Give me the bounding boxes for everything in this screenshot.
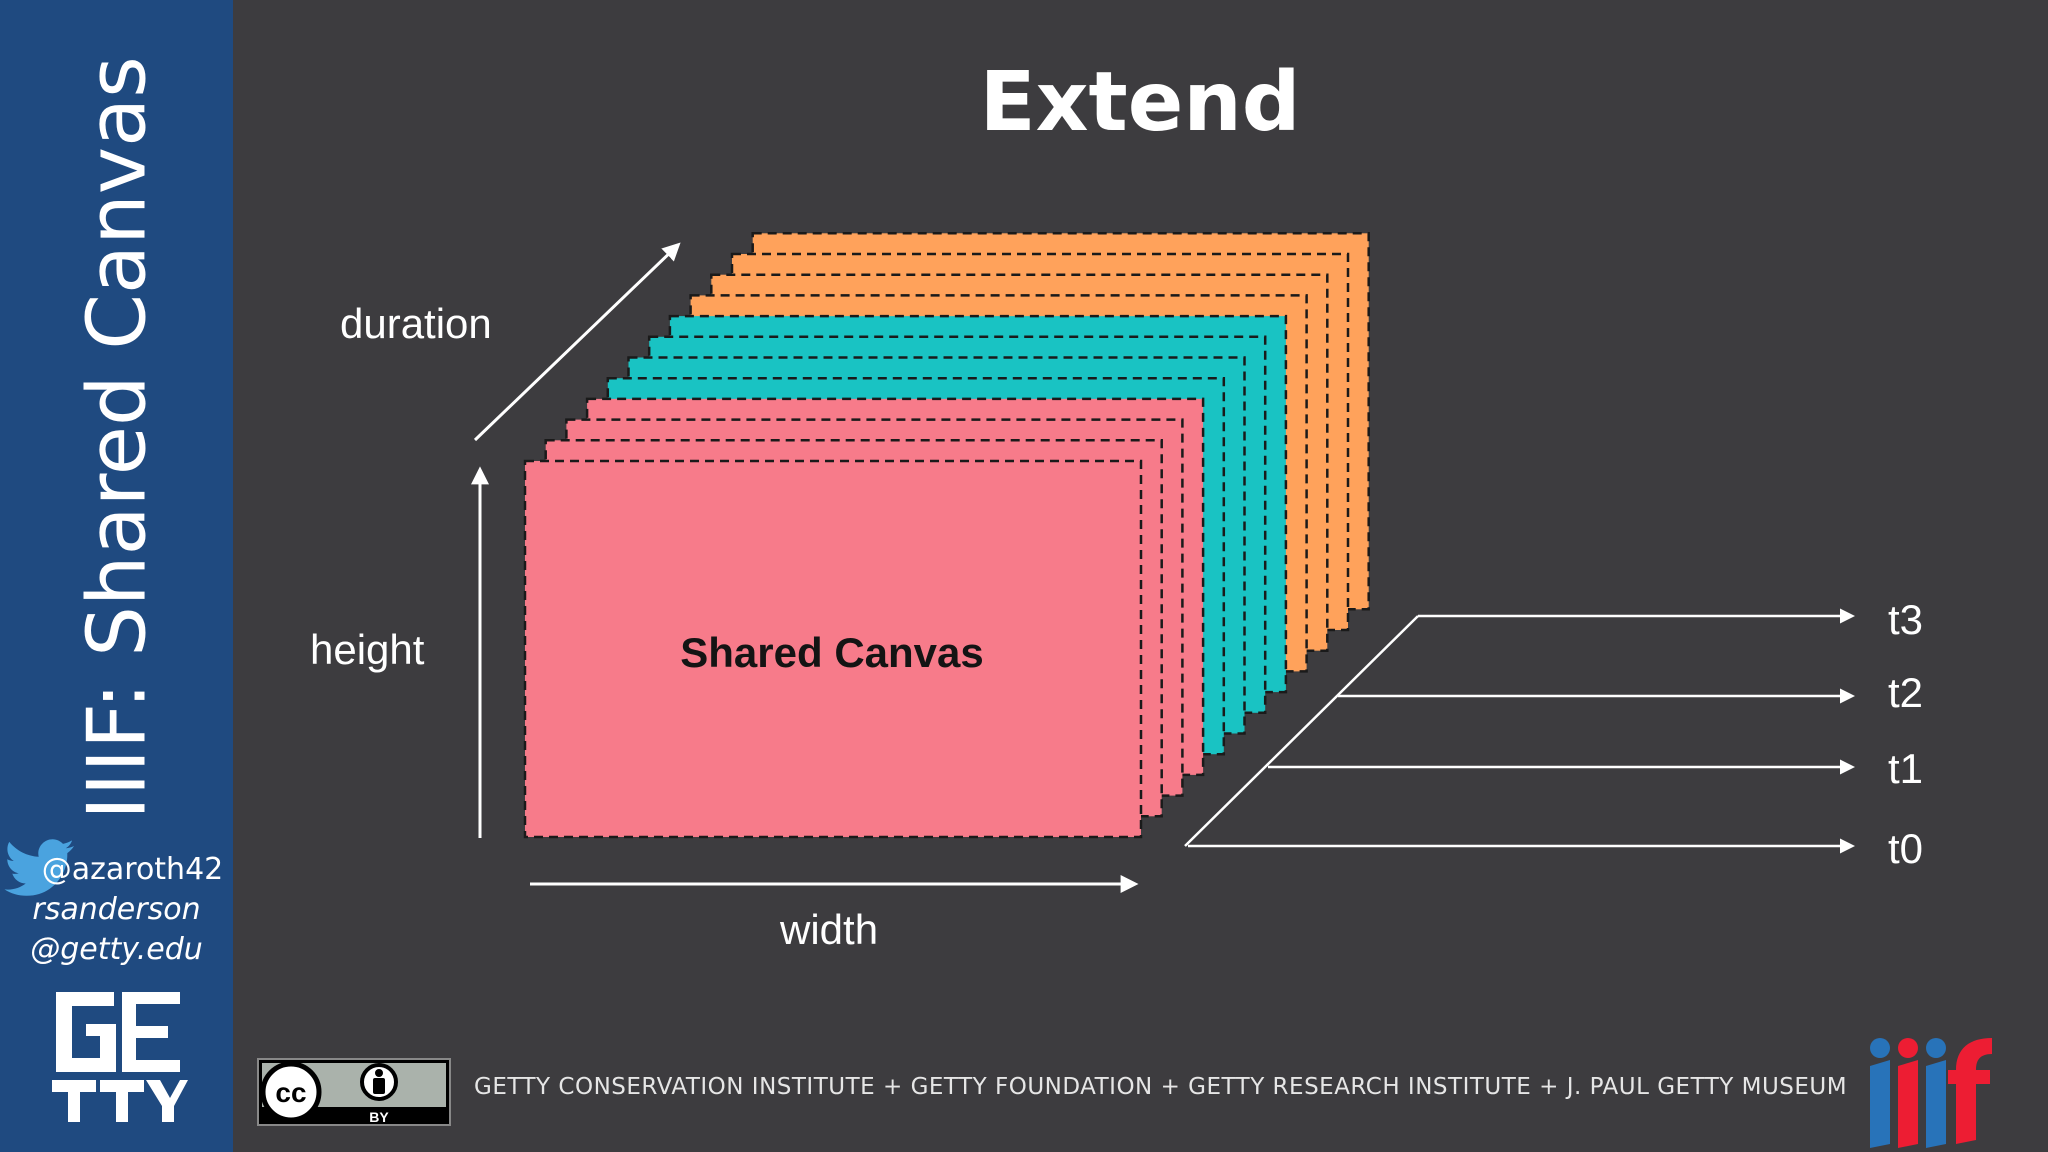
duration-label: duration <box>340 300 492 347</box>
svg-text:cc: cc <box>275 1077 306 1108</box>
shared-canvas-label: Shared Canvas <box>680 629 984 676</box>
getty-logo <box>52 992 188 1122</box>
author-handle: @azaroth42 rsanderson @getty.edu <box>0 850 233 970</box>
duration-axis-arrow <box>473 242 681 442</box>
t3-label: t3 <box>1888 596 1924 643</box>
svg-text:BY: BY <box>369 1109 389 1125</box>
cc-by-license-badge: cc BY <box>257 1058 451 1126</box>
height-label: height <box>310 626 425 673</box>
twitter-handle: @azaroth42 <box>41 852 224 887</box>
timeline-diagonal <box>1184 615 1419 847</box>
iiif-logo <box>1870 1038 1992 1148</box>
t1-label: t1 <box>1888 745 1924 792</box>
canvas-layer-stack <box>523 232 1370 839</box>
sidebar: IIIF: Shared Canvas @azaroth42 rsanderso… <box>0 0 233 1152</box>
slide-title: Extend <box>979 55 1301 150</box>
cc-icon <box>260 1061 322 1123</box>
t2-label: t2 <box>1888 669 1924 716</box>
t0-label: t0 <box>1888 825 1924 872</box>
email-user: rsanderson <box>32 892 201 927</box>
footer-institutions: GETTY CONSERVATION INSTITUTE + GETTY FOU… <box>474 1074 1848 1100</box>
width-label: width <box>780 906 879 953</box>
twitter-bird-icon <box>4 839 75 896</box>
email-domain: @getty.edu <box>30 932 203 967</box>
canvas-layer <box>523 459 1143 839</box>
